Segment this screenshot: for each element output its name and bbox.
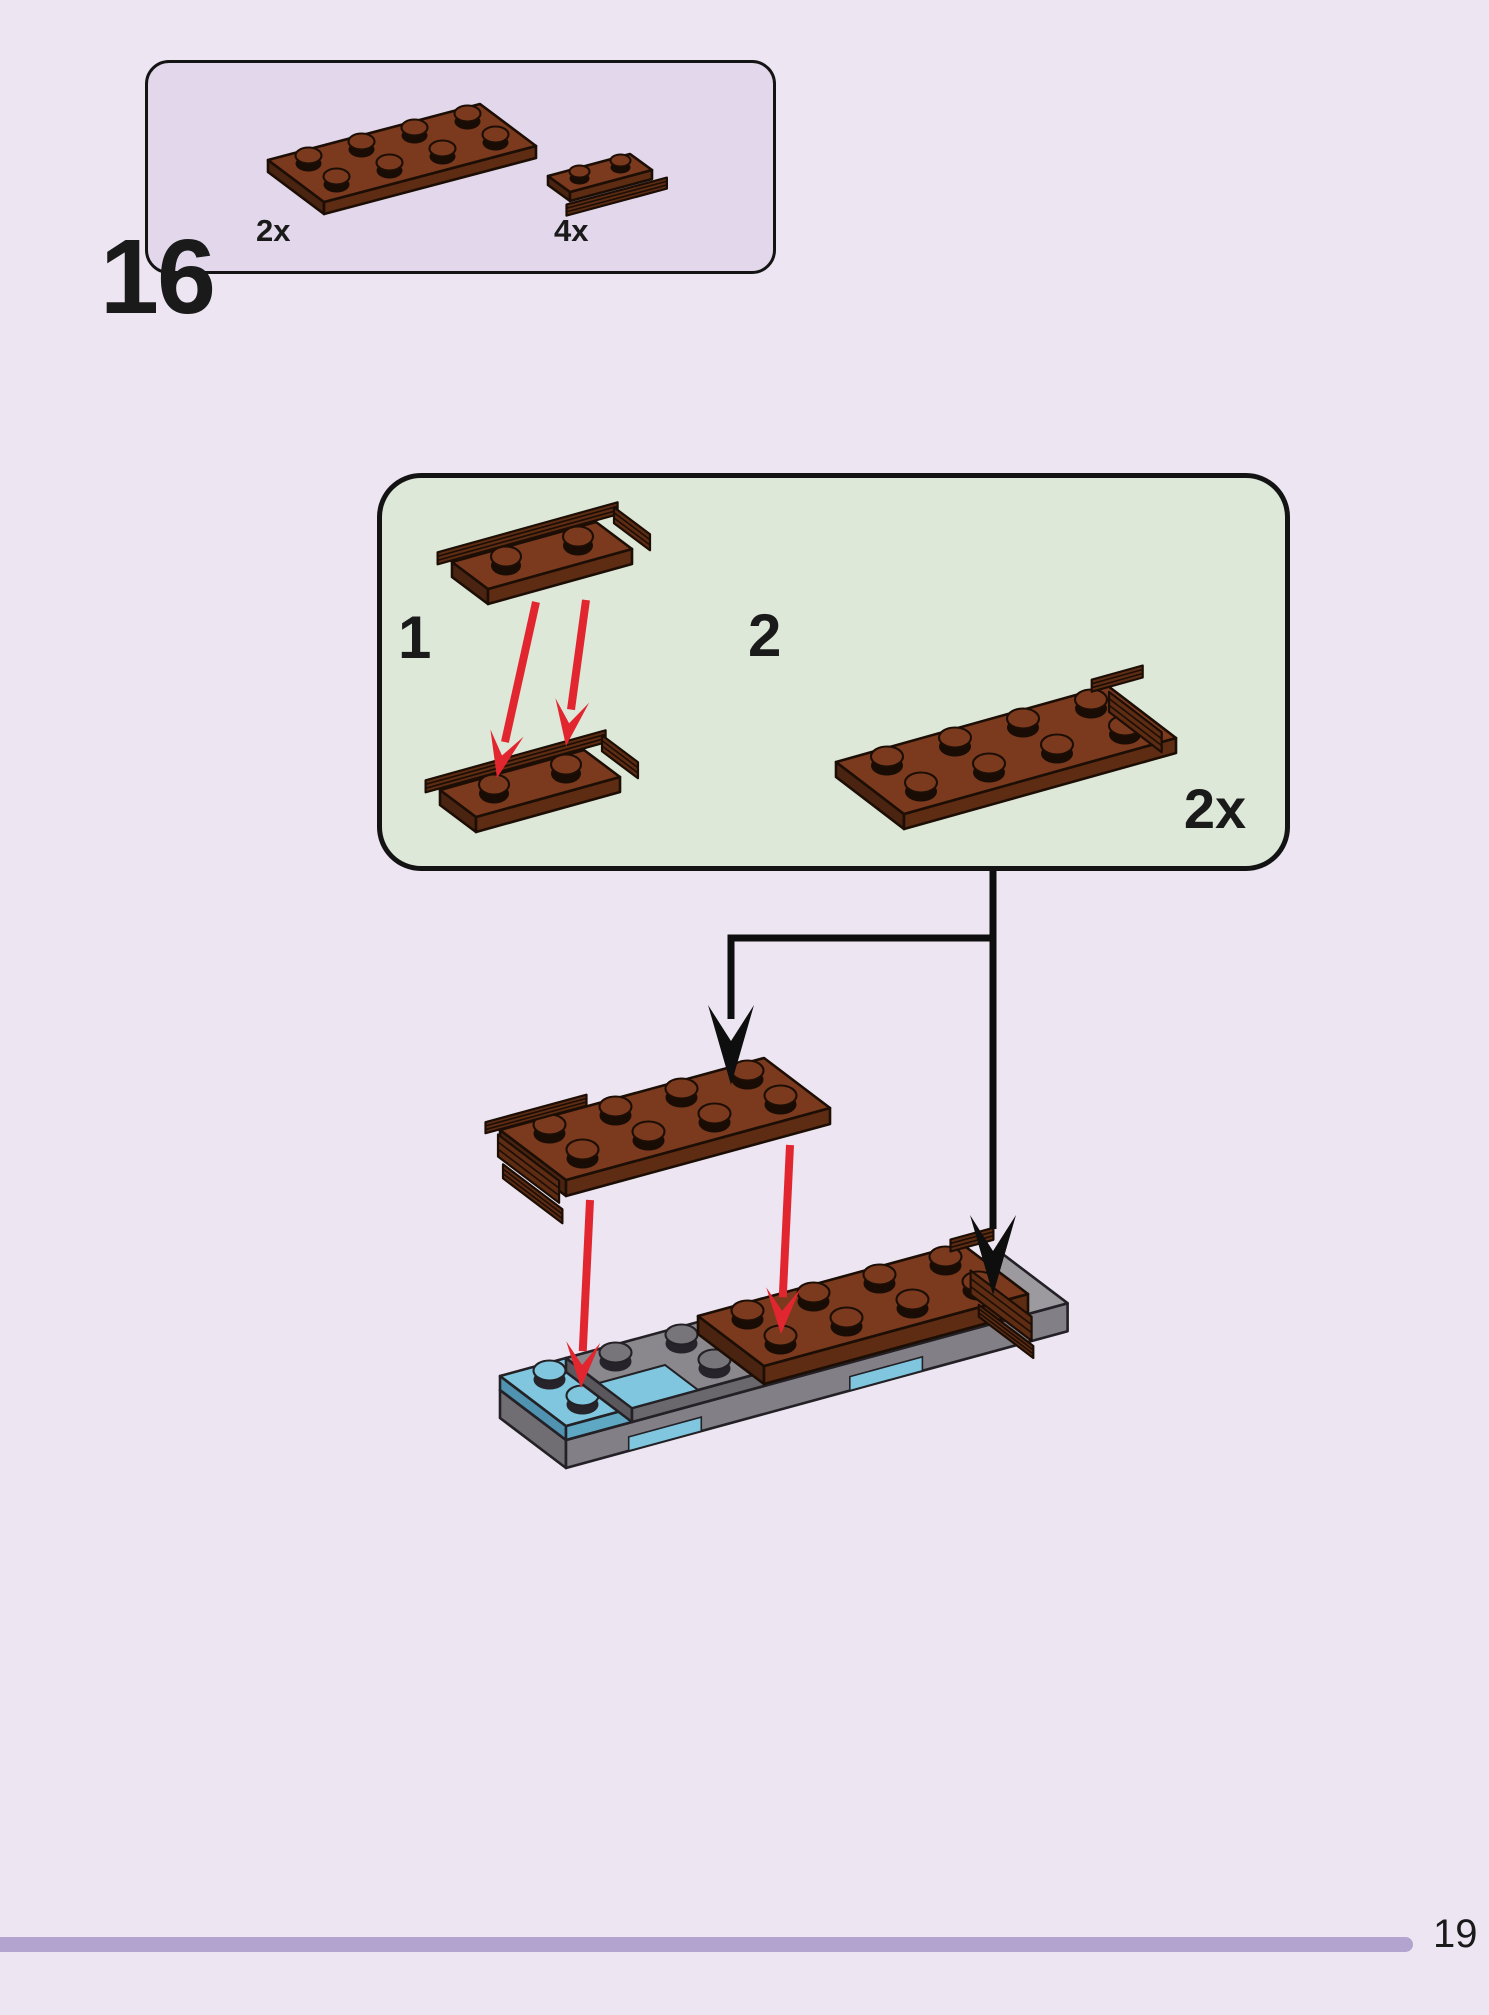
assembly-base-gray [498,1251,1069,1470]
parts-callout-box [145,60,776,274]
assembly-arrow-right [766,1144,801,1334]
substep-1-label: 1 [398,604,432,671]
assembly-blue-plate-1x2 [498,1356,634,1442]
assembly-gray-plate-2x2 [564,1320,766,1424]
assembly-arrow-left [566,1199,601,1388]
step-number: 16 [100,218,216,336]
substep-2-label: 2 [748,602,782,669]
page-number: 19 [1433,1912,1478,1956]
subassembly-count: 2x [1183,777,1247,840]
part-count-2x4: 2x [256,213,291,248]
connector-lines [708,871,1016,1295]
subassembly-plate-2x4 [484,1056,832,1225]
assembly-brown-plate-2x4 [696,1226,1035,1386]
part-count-1x2-rail: 4x [554,213,589,248]
footer-divider [0,1937,1413,1952]
